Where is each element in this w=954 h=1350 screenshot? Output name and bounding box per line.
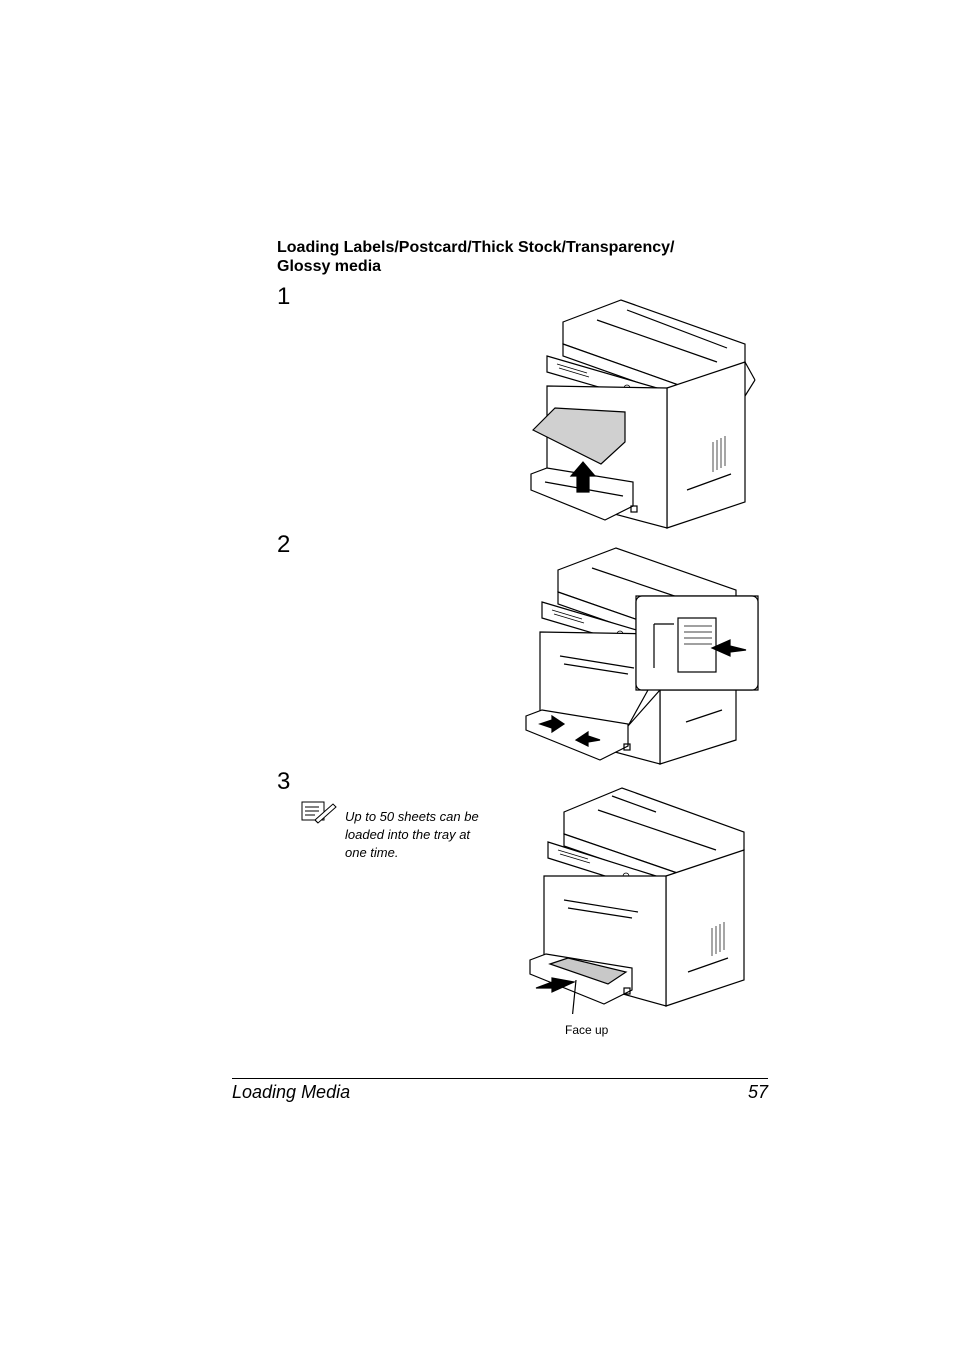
printer-illustration-step-2 bbox=[524, 546, 760, 766]
note-line3: one time. bbox=[345, 845, 399, 860]
step-1-number: 1 bbox=[277, 283, 291, 310]
section-title-line2: Glossy media bbox=[277, 258, 382, 275]
section-title-line1: Loading Labels/Postcard/Thick Stock/Tran… bbox=[277, 239, 675, 256]
note-text: Up to 50 sheets can be loaded into the t… bbox=[345, 808, 505, 862]
note-line1: Up to 50 sheets can be bbox=[345, 809, 479, 824]
footer-chapter: Loading Media bbox=[232, 1082, 351, 1102]
printer-illustration-step-3 bbox=[528, 784, 752, 1014]
note-pencil-icon bbox=[301, 800, 337, 824]
footer-page-number: 57 bbox=[747, 1082, 768, 1102]
step-3-number: 3 bbox=[277, 768, 291, 795]
step-2-number: 2 bbox=[277, 531, 291, 558]
printer-illustration-step-1 bbox=[527, 296, 759, 530]
figure-caption: Face up bbox=[565, 1023, 609, 1037]
section-title: Loading Labels/Postcard/Thick Stock/Tran… bbox=[277, 238, 747, 276]
footer-divider bbox=[232, 1078, 768, 1079]
note-line2: loaded into the tray at bbox=[345, 827, 471, 842]
